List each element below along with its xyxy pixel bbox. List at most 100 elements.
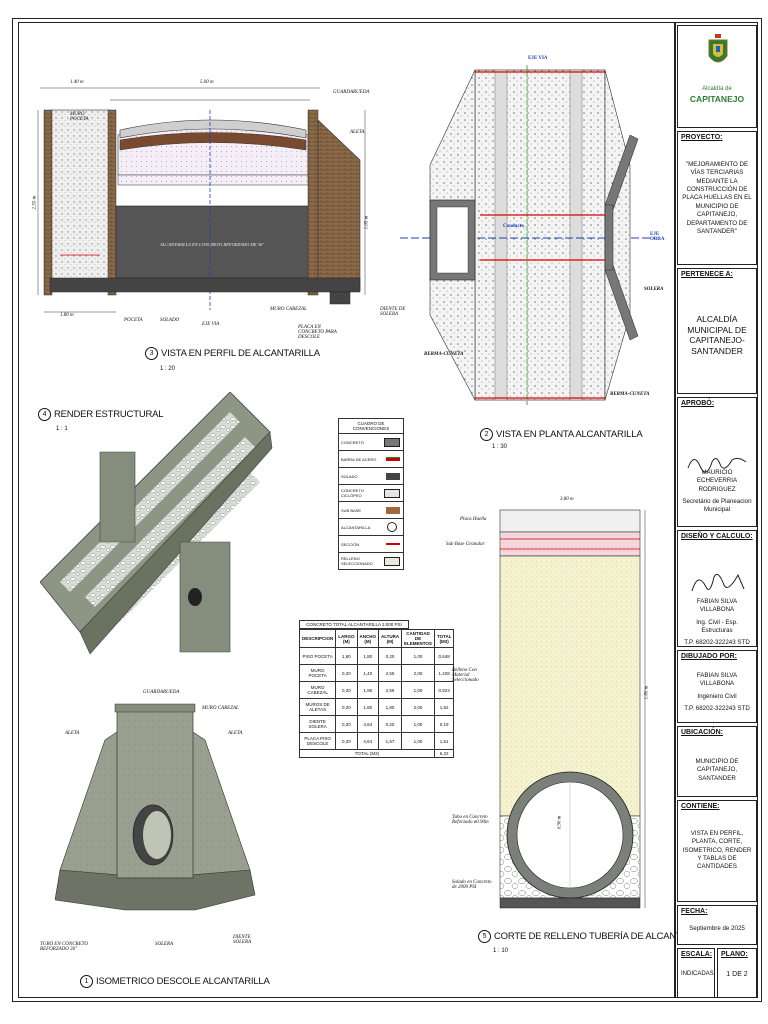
logo-municipality-name: CAPITANEJO [689,94,745,104]
label-guardarueda: GUARDARUEDA [333,90,370,95]
pertenece-text: ALCALDÍA MUNICIPAL DE CAPITANEJO-SANTAND… [687,314,747,356]
legend-row: BARRA DE ACERO [339,451,403,468]
title-block-fecha: FECHA: Septiembre de 2025 [677,905,757,945]
proyecto-label: PROYECTO: [681,134,723,141]
diseno-role: Ing. Civil - Esp. Estructuras [696,618,738,635]
dibujado-tp: T.P. 68202-322243 STD [684,705,750,713]
legend-row: CONCRETO CICLÓPEO [339,485,403,502]
legend-table: CUADRO DE CONVENCIONES CONCRETO BARRA DE… [338,418,404,570]
dim-height: 2.55 m [32,195,38,210]
iso-label-diente: DIENTE SOLERA [233,935,252,945]
view3-scale: 1 : 20 [160,366,176,372]
title-block-escala: ESCALA: INDICADAS [677,948,715,998]
iso-label-solera: SOLERA [155,942,174,947]
iso-label-muro-cabezal: MURO CABEZAL [202,706,239,711]
view4-scale: 1 : 1 [56,426,68,432]
isometric-drawing [55,703,256,911]
fecha-text: Septiembre de 2025 [689,925,745,932]
plan-view-drawing [400,65,655,405]
view5-scale: 1 : 10 [493,948,509,954]
dim-bottom: 1.80 m [60,313,74,318]
diseno-name: FABIAN SILVA VILLABONA [696,598,738,614]
plan-label-eje-via: EJE VIA [528,56,548,61]
contiene-label: CONTIENE: [681,803,720,810]
section-dim-top: 3.80 m [560,497,574,502]
title-block-dibujado: DIBUJADO POR: FABIAN SILVA VILLABONA Ing… [677,650,757,723]
diseno-tp: T.P. 68202-322243 STD [684,639,750,647]
legend-row: CONCRETO [339,434,403,451]
section-label-tubo: Tubo en Concreto Reforzado ø0.90m [452,815,489,825]
section-label-solado: Solado en Concreto de 2000 PSI [452,880,492,890]
dibujado-role: Ingeniero Civil [697,692,737,700]
section-label-placa: Placa Huella [460,517,487,522]
legend-row: RELLENO SELECCIONADO [339,553,403,569]
title-block-pertenece: PERTENECE A: ALCALDÍA MUNICIPAL DE CAPIT… [677,268,757,394]
fecha-label: FECHA: [681,908,708,915]
label-muro-poceta: MURO POCETA [70,112,89,122]
aprobo-name: MAURICIO ECHEVERRIA RODRIGUEZ [696,469,738,493]
view2-scale: 1 : 30 [492,444,508,450]
pertenece-label: PERTENECE A: [681,271,733,278]
qty-total-row: TOTAL (M3)6,22 [299,749,455,758]
aprobo-label: APROBÓ: [681,400,715,407]
escala-text: INDICADAS [681,971,714,977]
label-poceta: POCETA [124,318,143,323]
qty-table-title: CONCRETO TOTAL ALCANTARILLA 3.000 PSI [299,620,409,629]
quantity-table: CONCRETO TOTAL ALCANTARILLA 3.000 PSI DE… [298,620,455,758]
label-muro-cabezal: MURO CABEZAL [270,307,307,312]
title-block-contiene: CONTIENE: VISTA EN PERFIL, PLANTA, CORTE… [677,800,757,902]
plan-label-berma-2: BERMA-CUNETA [610,392,650,397]
title-block-proyecto: PROYECTO: "MEJORAMIENTO DE VÍAS TERCIARI… [677,131,757,265]
section-label-relleno: Relleno Con Material Seleccionado [452,668,479,683]
signature-aprobo [687,457,747,473]
section-label-subbase: Sub Base Granular [446,542,485,547]
label-pipe: ALCANTARILLA EN CONCRETO REFORZADO DE 36… [160,242,265,247]
label-eje-via: EJE VIA [202,322,220,327]
render-structural-drawing [40,392,273,655]
signature-diseno [691,573,745,592]
title-block-logo: Alcaldía de CAPITANEJO [677,25,757,128]
plan-label-solera: SOLERA [644,287,664,292]
section-dim-height: 1.80 m [644,685,650,700]
ubicacion-label: UBICACIÓN: [681,729,723,736]
section-view-drawing [499,509,646,909]
proyecto-text: "MEJORAMIENTO DE VÍAS TERCIARIAS MEDIANT… [682,161,752,235]
plan-label-conducto: Conducto [503,224,524,229]
aprobo-role: Secretário de Planeacion Municipal [682,498,752,514]
legend-row: SOLADO [339,468,403,485]
legend-row: SUB BASE [339,502,403,519]
legend-row: SECCIÓN [339,536,403,553]
legend-row: ALCANTARILLA [339,519,403,536]
ubicacion-text: MUNICIPIO DE CAPITANEJO, SANTANDER [695,758,739,782]
contiene-text: VISTA EN PERFIL, PLANTA, CORTE, ISOMETRI… [682,830,752,871]
plan-label-berma-1: BERMA-CUNETA [424,352,464,357]
label-diente: DIENTE DE SOLERA [380,307,406,317]
label-solado: SOLADO [160,318,180,323]
logo-municipality-label: Alcaldía de [702,86,732,92]
iso-label-guardarueda: GUARDARUEDA [143,690,180,695]
title-block-divider [674,22,676,998]
sheet-outer-frame [12,18,762,1002]
sheet-inner-frame [18,22,758,998]
diseno-label: DISEÑO Y CALCULO: [681,533,753,540]
plano-label: PLANO: [721,951,748,958]
plano-text: 1 DE 2 [726,971,748,978]
coat-of-arms-icon [708,34,728,63]
dim-left: 1.40 m [70,80,84,85]
title-block-ubicacion: UBICACIÓN: MUNICIPIO DE CAPITANEJO, SANT… [677,726,757,797]
iso-label-tubo: TUBO EN CONCRETO REFORZADO 36" [40,942,88,952]
plan-label-eje-obra: EJE OBRA [650,232,665,242]
profile-view-drawing [37,87,366,313]
